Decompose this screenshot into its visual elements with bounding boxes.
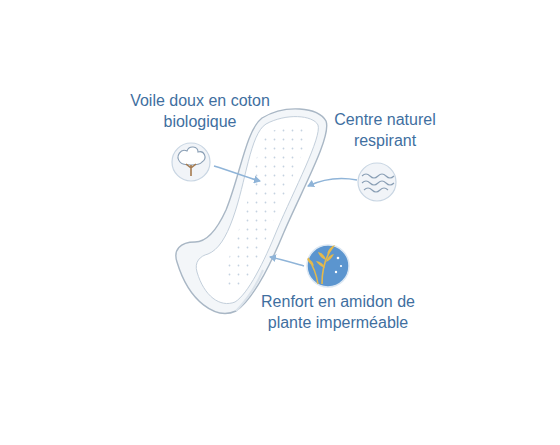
leader-arrow [214,166,260,181]
breathable-core-icon [358,163,396,201]
callout-label: Centre naturel respirant [320,109,450,151]
cotton-icon [172,143,210,181]
leader-arrow [270,257,304,266]
callout-label: Renfort en amidon de plante imperméable [248,291,428,333]
callout-label: Voile doux en coton biologique [130,90,270,132]
plant-starch-icon [307,245,349,287]
sanitary-pad [176,109,327,313]
leader-arrow [308,178,357,186]
